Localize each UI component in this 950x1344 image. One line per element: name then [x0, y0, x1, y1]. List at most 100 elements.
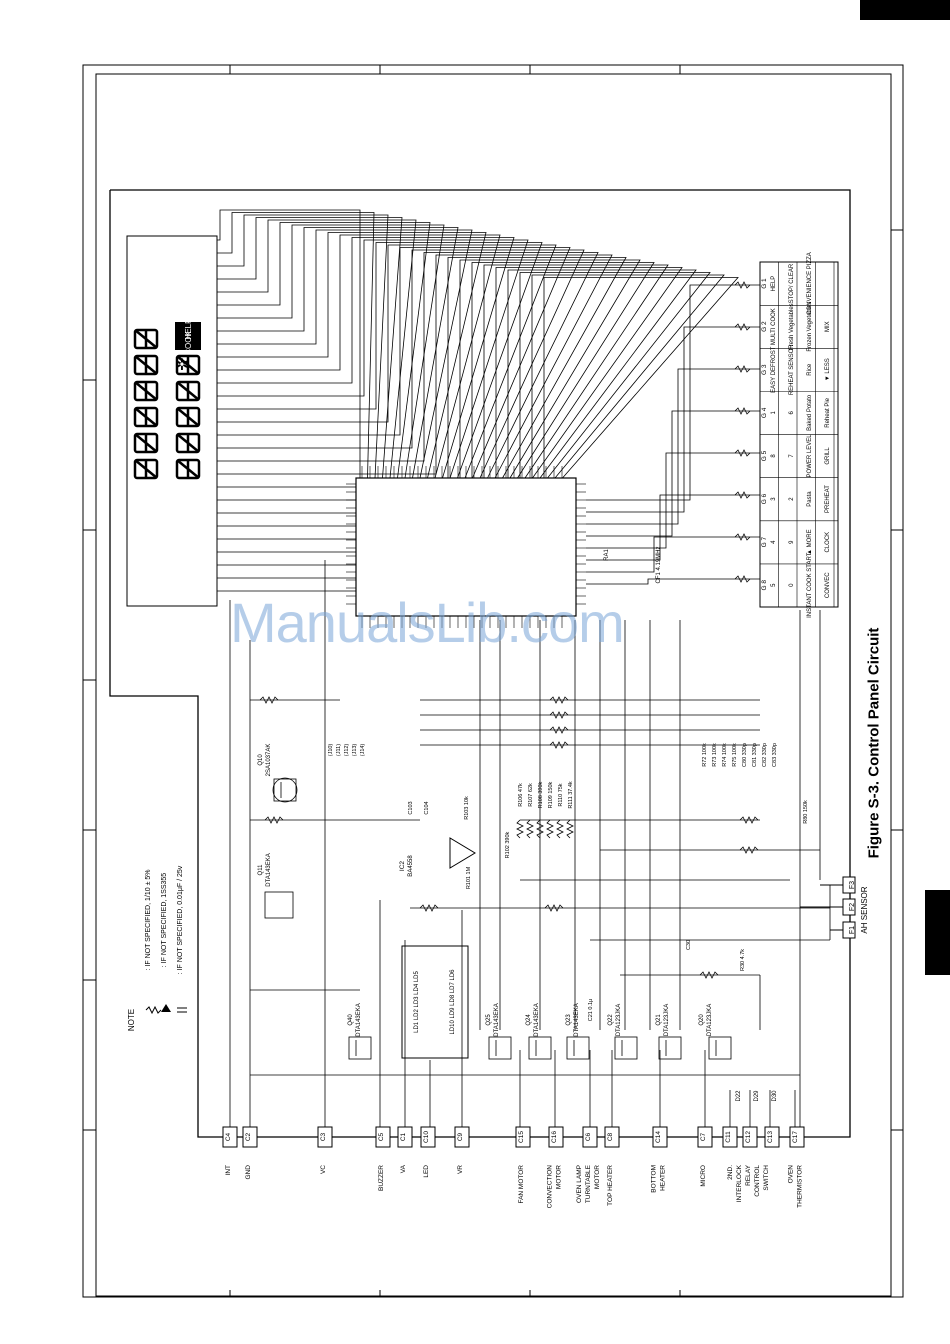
lower-circuit: [229, 560, 831, 1130]
transistor-part: DTA143EKA: [574, 1003, 580, 1037]
transistor: [488, 1036, 512, 1060]
transistor-ref: Q22: [608, 1014, 614, 1026]
transistor-part: DTA143EKA: [534, 1003, 540, 1037]
bus-lines: [217, 209, 739, 592]
bus-line: [217, 219, 417, 479]
connector-label: OVEN: [788, 1165, 795, 1184]
connector-pin-label: C7: [700, 1132, 707, 1141]
capacitor-ref: C83 330p: [772, 743, 778, 767]
transistor: [273, 778, 297, 802]
mcu: [346, 466, 586, 628]
key-group-header: G 2: [761, 321, 768, 332]
jumper-label: (J10): [328, 744, 334, 757]
ah-sensor: F3 F2 F1 AH SENSOR: [800, 876, 869, 939]
key-group-header: G 7: [761, 537, 768, 548]
bus-line: [217, 234, 501, 479]
diode-ref: D22: [736, 1090, 742, 1102]
connector-pin-label: C8: [607, 1132, 614, 1141]
key-label: EASY DEFROST: [771, 346, 777, 393]
connector-block: C4INTC2GNDC3VCC5BUZZERC1VAC10LEDC9VRC15F…: [222, 1126, 805, 1208]
bus-line: [217, 254, 613, 479]
connector-pin-label: C14: [655, 1131, 662, 1143]
board-outline: [109, 189, 851, 1138]
fan-icon: ✲: [175, 357, 188, 374]
ah-pin-f3: F3: [849, 881, 856, 889]
note-block: NOTE : IF NOT SPECIFIED, 1/10 ± 5% : IF …: [127, 865, 187, 1031]
resistor-ref: R74 100k: [722, 743, 728, 767]
watermark: ManualsLib.com: [230, 591, 625, 654]
connector-pin-label: C15: [518, 1131, 525, 1143]
connector-pin: [420, 1126, 436, 1148]
connector-pin: [582, 1126, 598, 1148]
connector-label: THERMISTOR: [797, 1165, 804, 1208]
connector-pin: [222, 1126, 238, 1148]
key-group-header: G 5: [761, 450, 768, 461]
transistor-ref: Q25: [486, 1014, 492, 1026]
transistor: [658, 1036, 682, 1060]
resistor: [556, 819, 564, 839]
connector-label: OVEN LAMP: [576, 1165, 583, 1203]
key-row-wire: [586, 284, 760, 501]
key-label: CONVEC: [825, 572, 831, 598]
transistor: [614, 1036, 638, 1060]
key-group-header: G 4: [761, 407, 768, 418]
transistor-part: 2SA1037AK: [266, 744, 272, 777]
transistor-ref: Q11: [258, 864, 264, 876]
key-resistor: [734, 491, 751, 499]
bus-line: [217, 214, 389, 479]
connector-pin: [722, 1126, 738, 1148]
transistor: [528, 1036, 552, 1060]
corner-tab: [860, 0, 950, 20]
connector-label: GND: [245, 1165, 252, 1180]
capacitor-ref: C103: [408, 801, 414, 814]
connector-pin: [317, 1126, 333, 1148]
resistor: [536, 819, 544, 839]
bus-line: [217, 232, 487, 479]
help-label: HELP: [184, 319, 193, 340]
key-label: Fresh Vegetables: [789, 303, 795, 350]
key-label: 1: [771, 411, 777, 415]
connector-pin-label: C3: [320, 1132, 327, 1141]
connector-pin: [652, 1126, 668, 1148]
bus-line: [217, 237, 515, 479]
key-label: 3: [771, 497, 777, 501]
connector-label: LED: [423, 1165, 430, 1178]
bus-line: [217, 239, 529, 479]
key-label: MULTI COOK: [771, 308, 777, 345]
key-label: 5: [771, 583, 777, 587]
jumper-label: (J12): [344, 744, 350, 757]
key-label: HELP: [771, 276, 777, 292]
connector-label: MOTOR: [556, 1165, 563, 1189]
diode-ref: D29: [754, 1090, 760, 1102]
resistor: [546, 819, 554, 839]
resistor: [549, 711, 569, 719]
resistor-ref: R110 75k: [558, 783, 564, 806]
capacitor-ref: C104: [424, 801, 430, 814]
connector-label: SWITCH: [763, 1165, 770, 1191]
resistor-ref: R111 37.4k: [568, 781, 574, 809]
ah-pin-f2: F2: [849, 903, 856, 911]
key-label: STOP/ CLEAR: [789, 263, 795, 303]
connector-pin-label: C5: [378, 1132, 385, 1141]
capacitor-ref: C21 0.1μ: [588, 999, 594, 1021]
bus-line: [217, 217, 403, 479]
key-label: 7: [789, 454, 795, 458]
connector-pin-label: C6: [585, 1132, 592, 1141]
ah-pin-f1: F1: [849, 926, 856, 934]
key-label: GRILL: [825, 447, 831, 465]
transistor-ref: Q24: [526, 1014, 532, 1026]
figure-title-wrap: Figure S-3. Control Panel Circuit: [864, 620, 884, 865]
key-label: CLOCK: [825, 532, 831, 553]
connector-pin-label: C11: [725, 1131, 732, 1143]
key-group-header: G 6: [761, 493, 768, 504]
key-row-wire: [586, 326, 760, 513]
key-resistor: [734, 449, 751, 457]
key-label: 0: [789, 583, 795, 587]
connector-label: VR: [457, 1165, 464, 1174]
key-resistor: [734, 575, 751, 583]
note-line-1: : IF NOT SPECIFIED, 1/10 ± 5%: [145, 870, 152, 971]
connector-pin-label: C4: [225, 1132, 232, 1141]
key-row-wire: [586, 368, 760, 525]
help-indicator: [175, 322, 201, 336]
